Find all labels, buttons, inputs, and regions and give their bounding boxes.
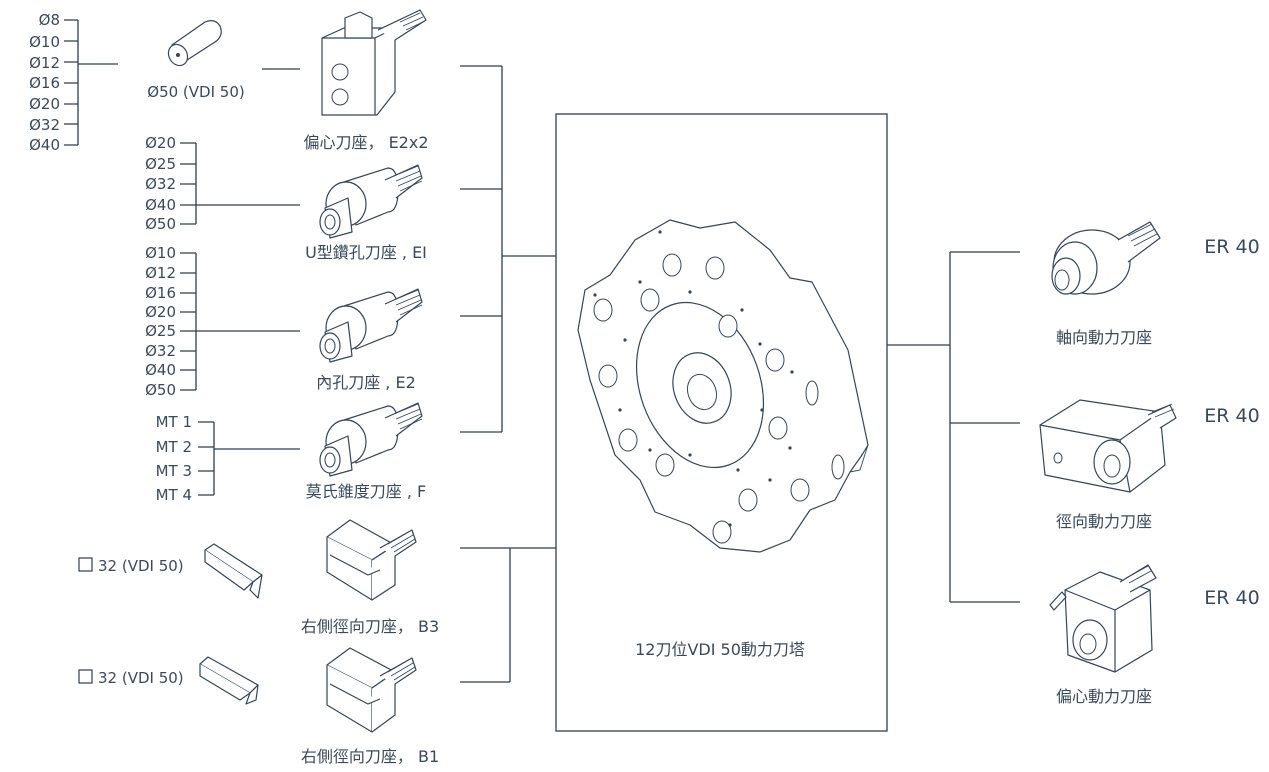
size-label: Ø8 (39, 11, 60, 29)
size-label: Ø25 (145, 155, 176, 173)
collet-label: ER 40 (1204, 587, 1259, 609)
size-label: Ø32 (145, 175, 176, 193)
holder-label-axial: 軸向動力刀座 (1056, 328, 1152, 347)
size-label: Ø20 (29, 95, 60, 113)
size-label: MT 1 (156, 413, 192, 431)
holder-label-b3: 右側徑向刀座， B3 (301, 617, 439, 636)
size-label: Ø50 (145, 215, 176, 233)
u-drill-holder-icon (319, 164, 423, 239)
turret-label: 12刀位VDI 50動力刀塔 (635, 640, 805, 659)
size-label: Ø50 (145, 381, 176, 399)
collet-label: ER 40 (1204, 236, 1259, 258)
size-label: Ø20 (145, 134, 176, 152)
size-label: Ø32 (29, 116, 60, 134)
size-label: Ø10 (29, 33, 60, 51)
size-label: MT 2 (156, 438, 192, 456)
holder-label-e2: 內孔刀座 , E2 (316, 373, 416, 392)
size-label: MT 3 (156, 462, 192, 480)
size-label: Ø12 (29, 54, 60, 72)
size-label: Ø32 (145, 342, 176, 360)
size-label: Ø40 (145, 196, 176, 214)
eccentric-holder-e2x2-icon (321, 9, 427, 116)
size-label: Ø16 (145, 284, 176, 302)
square-tool-label-b1: 32 (VDI 50) (98, 669, 184, 687)
adapter-label: Ø50 (VDI 50) (147, 83, 244, 101)
size-list-group-1: Ø8 Ø10 Ø12 Ø16 Ø20 Ø32 Ø40 (29, 11, 60, 154)
turret-frame (555, 113, 888, 732)
size-list-group-2: Ø20 Ø25 Ø32 Ø40 Ø50 (145, 134, 176, 233)
axial-driven-holder-icon (1051, 221, 1161, 295)
morse-taper-holder-icon (319, 402, 423, 477)
holder-label-eccentric-driven: 偏心動力刀座 (1056, 687, 1152, 706)
size-list-group-4: MT 1 MT 2 MT 3 MT 4 (156, 413, 192, 504)
turret-disc-icon (577, 219, 869, 553)
bracket-group-2 (180, 142, 300, 225)
size-label: Ø40 (145, 361, 176, 379)
holder-label-radial: 徑向動力刀座 (1056, 512, 1152, 531)
size-label: Ø40 (29, 136, 60, 154)
size-label: Ø12 (145, 264, 176, 282)
collet-label: ER 40 (1204, 405, 1259, 427)
radial-holder-b1-icon (326, 647, 417, 733)
square-symbol-icon (78, 669, 93, 684)
bracket-group-1 (64, 19, 118, 146)
adapter-icon (167, 20, 222, 67)
radial-holder-b3-icon (326, 519, 417, 601)
holder-label-b1: 右側徑向刀座， B1 (301, 747, 439, 766)
size-label: Ø10 (145, 244, 176, 262)
square-tool-label-b3: 32 (VDI 50) (98, 557, 184, 575)
boring-holder-e2-icon (319, 288, 423, 363)
radial-driven-holder-icon (1039, 399, 1177, 493)
holder-label-e2x2: 偏心刀座， E2x2 (303, 133, 428, 152)
size-label: Ø20 (145, 303, 176, 321)
bracket-right-holders (887, 251, 1020, 603)
bracket-lower-holders (460, 547, 556, 683)
bracket-group-4 (198, 421, 300, 496)
square-shank-tool-icon (199, 656, 259, 705)
size-label: MT 4 (156, 486, 192, 504)
bracket-group-3 (180, 252, 300, 391)
square-shank-tool-icon (204, 543, 263, 599)
holder-label-ei: U型鑽孔刀座 , EI (305, 243, 427, 262)
eccentric-driven-holder-icon (1049, 564, 1157, 673)
size-label: Ø25 (145, 322, 176, 340)
holder-label-f: 莫氏錐度刀座 , F (306, 482, 426, 501)
size-label: Ø16 (29, 74, 60, 92)
square-symbol-icon (78, 557, 93, 572)
bracket-upper-holders (460, 65, 556, 433)
size-list-group-3: Ø10 Ø12 Ø16 Ø20 Ø25 Ø32 Ø40 Ø50 (145, 244, 176, 399)
